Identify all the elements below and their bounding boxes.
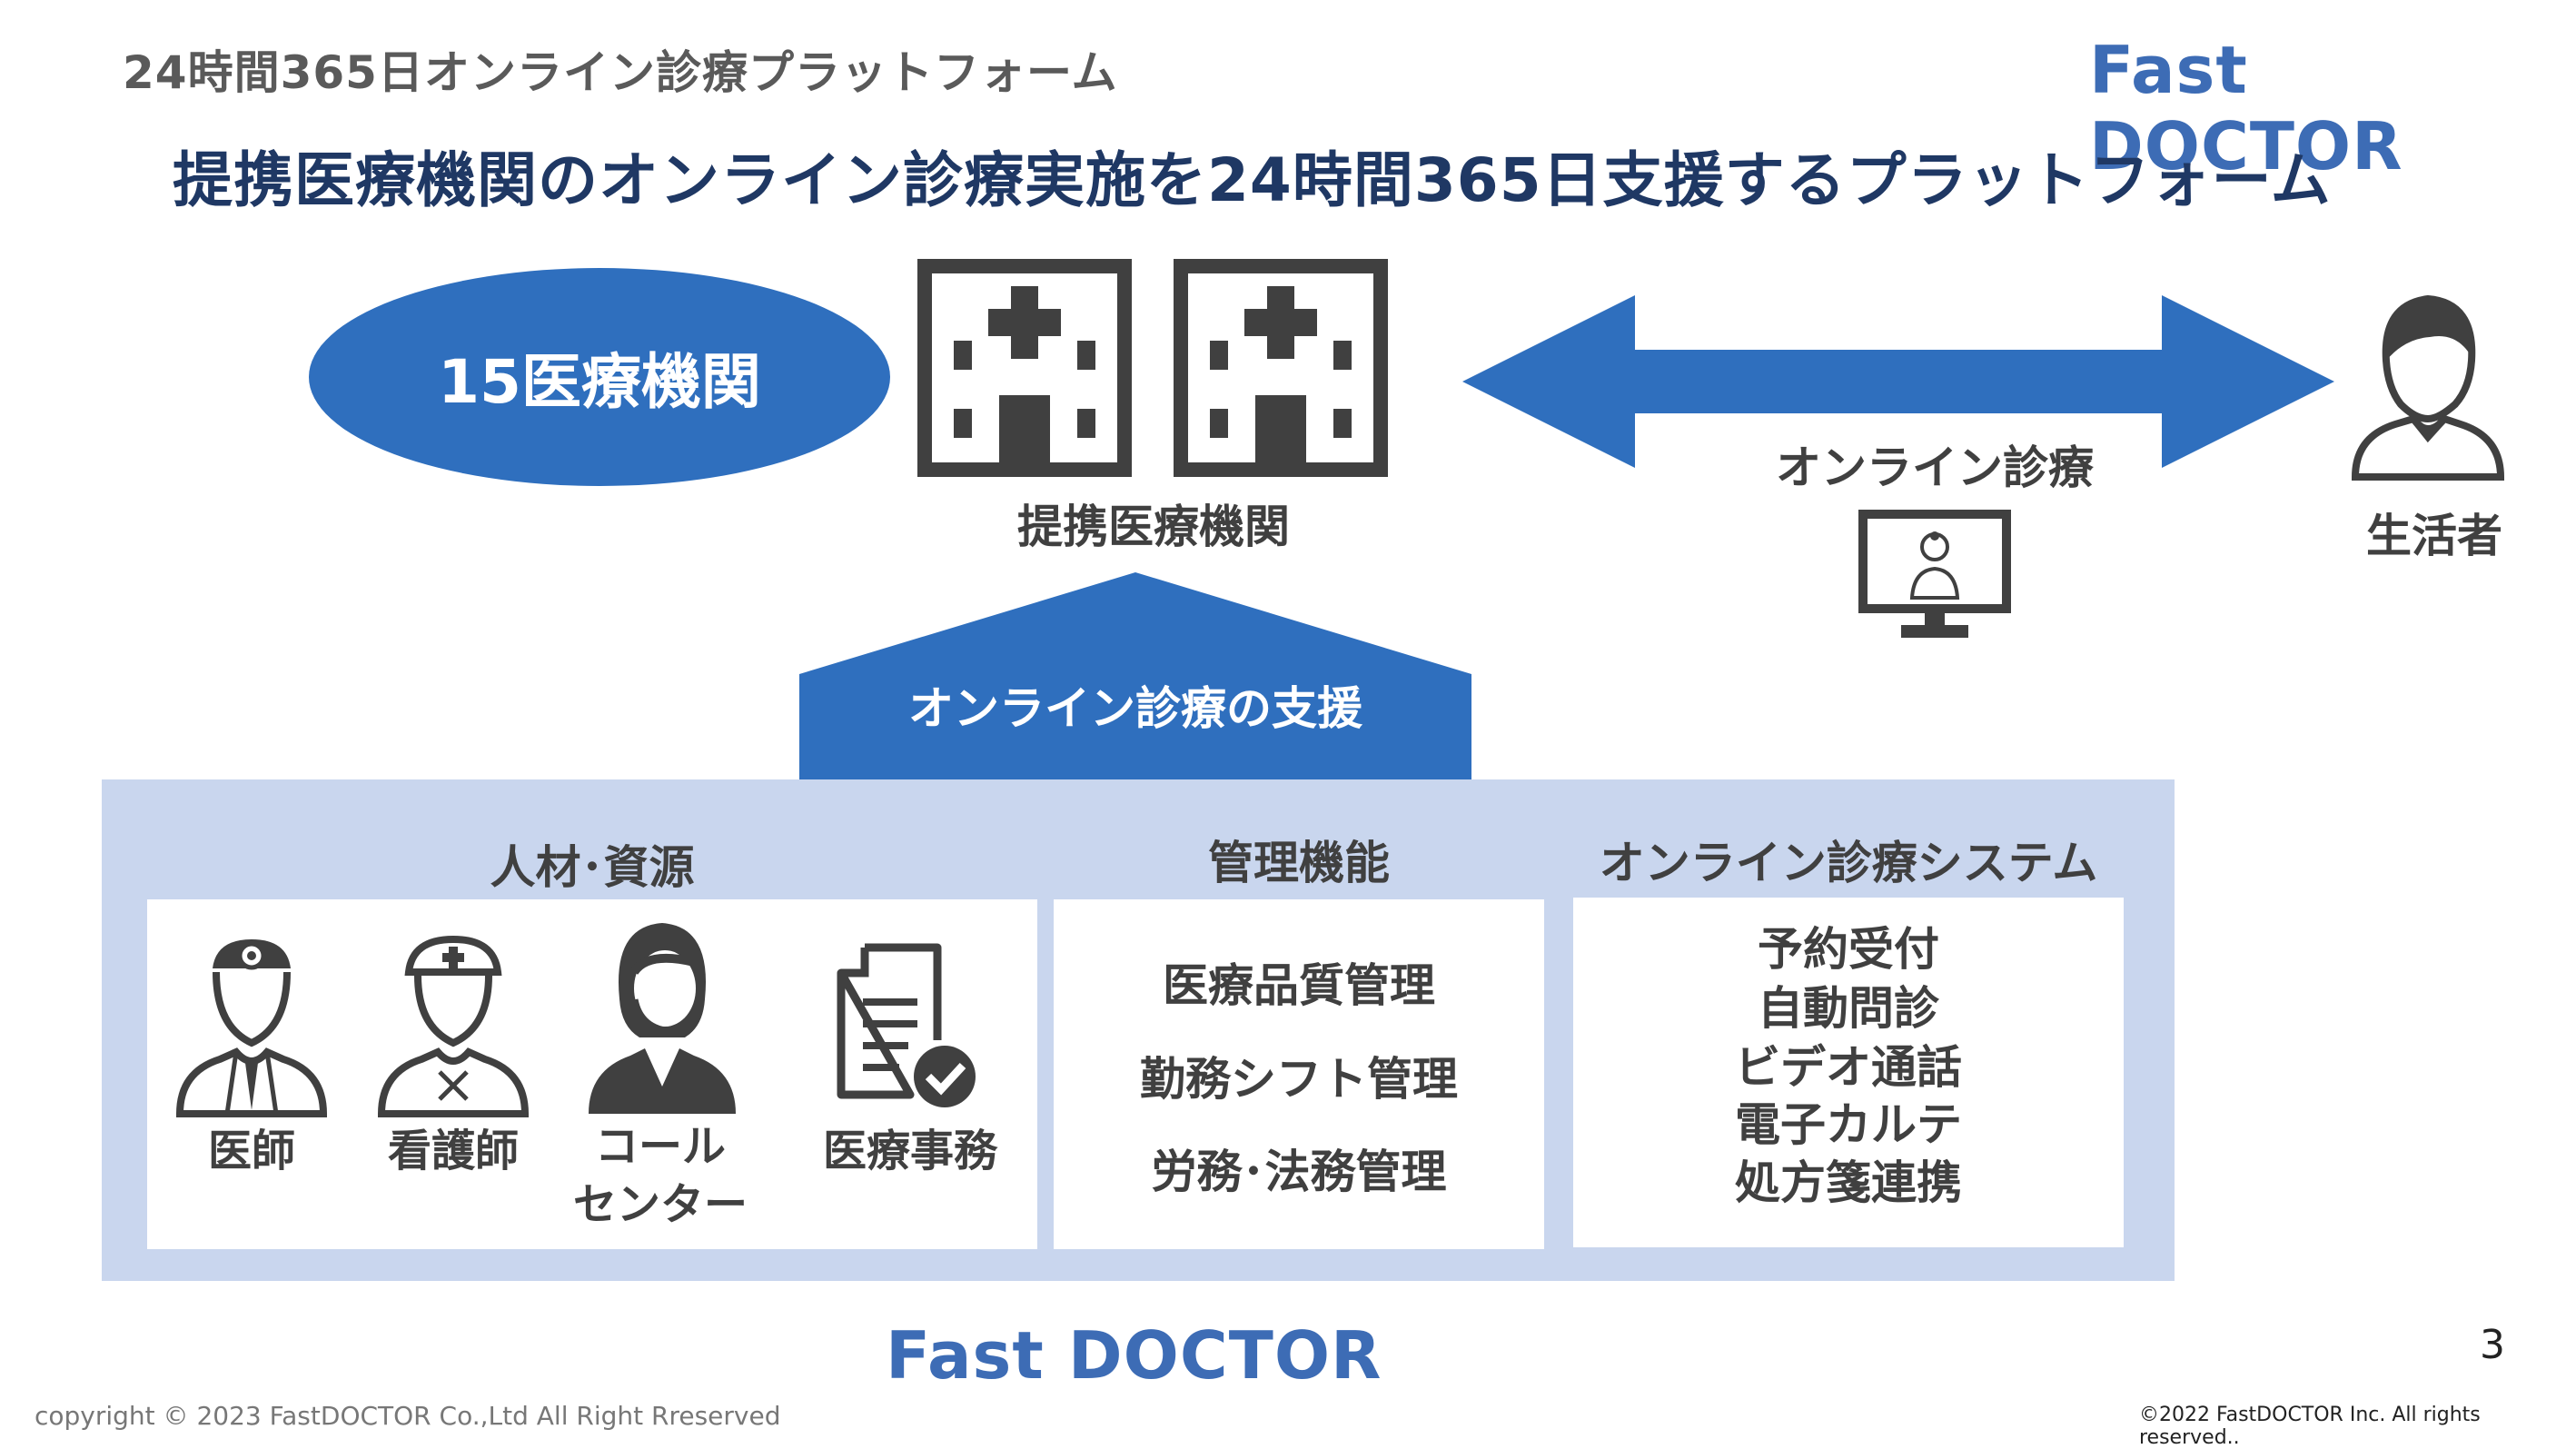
management-item: 勤務シフト管理: [1140, 1053, 1458, 1106]
nurse-icon: [377, 936, 530, 1117]
consumer-label: 生活者: [2366, 510, 2502, 562]
page-number: 3: [2480, 1322, 2505, 1368]
system-item: 処方箋連携: [1735, 1156, 1962, 1209]
call-center-operator-icon: [589, 923, 736, 1114]
system-item: 予約受付: [1758, 923, 1939, 976]
copyright-right: ©2022 FastDOCTOR Inc. All rights reserve…: [2139, 1404, 2481, 1449]
staff-label-nurse: 看護師: [387, 1126, 519, 1176]
support-label: オンライン診療の支援: [908, 682, 1362, 735]
brand-logo-top: Fast DOCTOR: [2089, 32, 2403, 184]
system-item: ビデオ通話: [1735, 1041, 1962, 1094]
institution-count-badge: 15医療機関: [309, 268, 890, 486]
staff-label-call-center: コール センター: [570, 1117, 751, 1234]
online-consultation-label: オンライン診療: [1776, 442, 2094, 494]
institution-count-label: 15医療機関: [438, 347, 761, 417]
staff-label-doctor: 医師: [207, 1126, 295, 1176]
hr-section-title: 人材･資源: [490, 841, 695, 894]
double-arrow-icon: [1462, 295, 2334, 468]
staff-label-call-center-line2: センター: [572, 1179, 748, 1230]
doctor-icon: [175, 939, 328, 1117]
hospital-building-2: [1174, 259, 1388, 477]
monitor-doctor-icon: [1858, 510, 2011, 638]
management-item: 労務･法務管理: [1151, 1146, 1447, 1198]
partner-institutions-label: 提携医療機関: [1017, 501, 1290, 553]
page-title: 提携医療機関のオンライン診療実施を24時間365日支援するプラットフォーム: [173, 145, 2332, 215]
hr-box: 医師 看護師 コール センター 医療事務: [147, 899, 1037, 1249]
copyright-left: copyright © 2023 FastDOCTOR Co.,Ltd All …: [35, 1401, 781, 1431]
system-box: 予約受付 自動問診 ビデオ通話 電子カルテ 処方箋連携: [1573, 898, 2124, 1247]
document-check-icon: [837, 943, 976, 1107]
management-section-title: 管理機能: [1208, 837, 1390, 889]
page-kicker: 24時間365日オンライン診療プラットフォーム: [123, 46, 1118, 99]
staff-label-medical-office: 医療事務: [822, 1126, 997, 1176]
system-item: 自動問診: [1758, 982, 1939, 1035]
management-box: 医療品質管理 勤務シフト管理 労務･法務管理: [1054, 899, 1544, 1249]
brand-logo-bottom: Fast DOCTOR: [886, 1317, 1382, 1394]
staff-label-call-center-line1: コール: [594, 1121, 726, 1172]
system-item: 電子カルテ: [1735, 1098, 1962, 1151]
hospital-buildings-icon: [917, 259, 1388, 477]
management-item: 医療品質管理: [1163, 959, 1435, 1012]
consumer-person-icon: [2351, 294, 2505, 481]
system-section-title: オンライン診療システム: [1599, 837, 2098, 889]
hospital-building-1: [917, 259, 1132, 477]
support-house-shape: [799, 572, 1471, 783]
